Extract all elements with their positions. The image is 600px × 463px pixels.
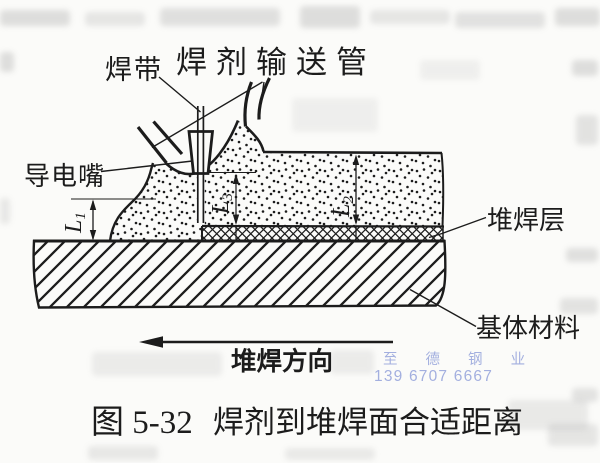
contact-tip-leader-line (100, 160, 193, 173)
figure-text-labels: 焊带 焊剂输送管 导电嘴 堆焊层 基体材料 堆焊方向 (24, 45, 580, 376)
watermark-phone: 139 6707 6667 (374, 368, 493, 385)
right-tube-outer-wall (243, 81, 253, 127)
watermark: 至 德 钢 业 139 6707 6667 (374, 351, 537, 385)
strip-leader-line (158, 76, 201, 113)
flux-funnel-right-wall (245, 125, 265, 152)
caption-number: 图 5-32 (91, 405, 193, 441)
base-plate (32, 239, 447, 309)
base-plate-body (32, 239, 447, 309)
tube-leader-line-right (257, 81, 265, 120)
electrode-strip-and-tip (187, 106, 215, 225)
watermark-company: 至 德 钢 业 (383, 351, 537, 368)
surfacing-layer-top (201, 224, 445, 228)
strip-label: 焊带 (105, 55, 163, 85)
contact-tip-label: 导电嘴 (24, 162, 105, 191)
surfacing-layer-fill (202, 226, 443, 241)
surfacing-layer-leader-line (428, 216, 487, 239)
figure-caption: 图 5-32 焊剂到堆焊面合适距离 (91, 405, 523, 441)
direction-arrow-head (139, 336, 163, 348)
dimension-l1: L1 (61, 198, 156, 241)
tube-leader-line-left (151, 81, 263, 149)
left-tube-outer-wall (136, 126, 168, 164)
l1-arrowheads (89, 199, 97, 241)
surfacing-layer (201, 224, 445, 241)
flux-tube-label: 焊剂输送管 (176, 45, 376, 80)
base-material-label: 基体材料 (476, 314, 580, 343)
flux-pile-fill (110, 120, 443, 241)
flux-left-edge (108, 162, 155, 242)
l2-label: L2 (329, 196, 357, 218)
direction-label: 堆焊方向 (231, 347, 333, 376)
surfacing-layer-label: 堆焊层 (487, 206, 565, 235)
l3-label: L3 (208, 193, 236, 215)
dimension-l2: L2 (329, 154, 360, 240)
dimension-l3: L3 (208, 171, 256, 240)
strip-edges (196, 106, 205, 223)
surfacing-direction-arrow (139, 336, 393, 348)
flux-top-surface (262, 150, 443, 155)
l3-arrowheads (232, 173, 240, 225)
leader-lines (100, 76, 487, 328)
flux-pile (108, 120, 445, 242)
flux-right-edge (440, 152, 445, 227)
contact-tip-body (187, 130, 215, 175)
l1-label: L1 (61, 212, 89, 234)
base-material-leader-line (409, 288, 477, 328)
caption-title: 焊剂到堆焊面合适距离 (213, 405, 523, 440)
